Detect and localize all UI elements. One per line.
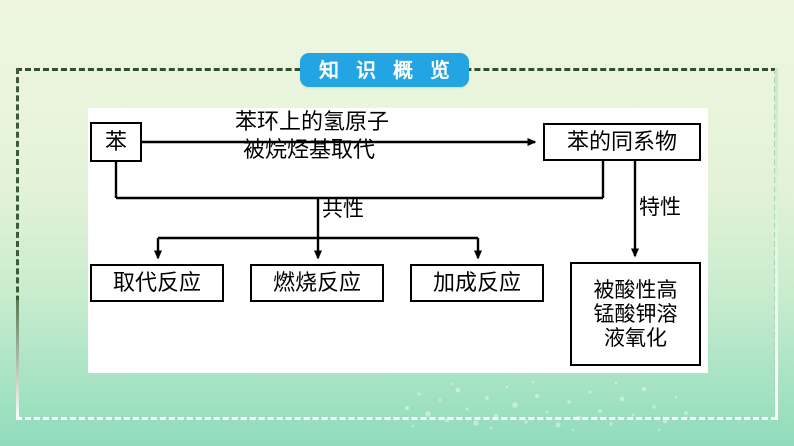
node-benzene: 苯 xyxy=(90,122,142,162)
frame-left-edge xyxy=(16,300,19,420)
node-substitution-reaction: 取代反应 xyxy=(90,264,224,302)
node-combustion-reaction-label: 燃烧反应 xyxy=(272,270,361,296)
node-combustion-reaction: 燃烧反应 xyxy=(250,264,384,302)
node-permanganate-oxidation-line1: 被酸性高 xyxy=(593,277,678,302)
node-addition-reaction: 加成反应 xyxy=(410,264,544,302)
node-addition-reaction-label: 加成反应 xyxy=(432,270,521,296)
section-title-text: 知 识 概 览 xyxy=(319,58,455,82)
node-benzene-homolog-label: 苯的同系物 xyxy=(566,129,677,155)
node-substitution-reaction-label: 取代反应 xyxy=(112,270,201,296)
edge-label-unique-property: 特性 xyxy=(639,195,681,219)
node-permanganate-oxidation-line2: 锰酸钾溶 xyxy=(593,301,678,326)
edge-label-common-property: 共性 xyxy=(322,197,364,221)
edge-label-transform-top: 苯环上的氢原子 xyxy=(235,109,390,134)
edge-label-transform-bottom: 被烷烃基取代 xyxy=(243,137,376,162)
section-title-badge: 知 识 概 览 xyxy=(300,53,469,87)
node-benzene-homolog: 苯的同系物 xyxy=(543,123,701,161)
node-permanganate-oxidation-line3: 液氧化 xyxy=(604,326,667,351)
node-benzene-label: 苯 xyxy=(104,129,127,155)
node-permanganate-oxidation: 被酸性高 锰酸钾溶 液氧化 xyxy=(570,262,701,366)
flowchart-connectors xyxy=(114,138,639,260)
content-panel: 苯 苯的同系物 取代反应 燃烧反应 加成反应 被酸性高 锰酸钾溶 液氧化 苯环上… xyxy=(88,108,708,373)
frame-right-edge xyxy=(775,68,778,420)
